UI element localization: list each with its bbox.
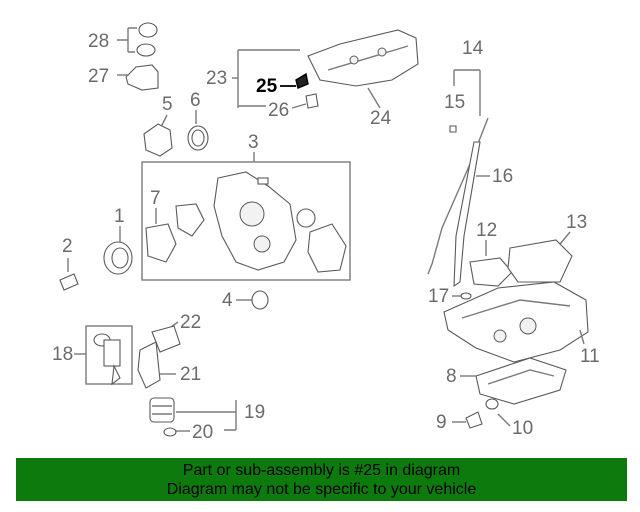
part-9-drain-plug <box>465 411 483 429</box>
part-18-filter <box>93 333 121 386</box>
part-20-seal <box>163 427 177 437</box>
callout-21[interactable]: 21 <box>180 364 201 385</box>
callout-9[interactable]: 9 <box>436 412 447 433</box>
part-5-housing <box>143 123 173 157</box>
part-17-seal <box>460 292 472 300</box>
callout-15[interactable]: 15 <box>444 92 465 113</box>
callout-27[interactable]: 27 <box>88 66 109 87</box>
callout-23[interactable]: 23 <box>206 68 227 89</box>
part-21-adapter <box>137 341 161 389</box>
callout-25[interactable]: 25 <box>256 76 278 97</box>
part-4-seal <box>251 290 269 310</box>
callout-5[interactable]: 5 <box>162 94 173 115</box>
part-19-cooler <box>149 397 175 423</box>
part-12-baffle <box>469 257 513 287</box>
callout-17[interactable]: 17 <box>428 286 449 307</box>
part-16-tube <box>453 141 481 288</box>
callout-22[interactable]: 22 <box>180 312 201 333</box>
callout-8[interactable]: 8 <box>446 366 457 387</box>
callout-7[interactable]: 7 <box>150 188 161 209</box>
part-1-pulley <box>103 241 133 275</box>
callout-26[interactable]: 26 <box>268 100 289 121</box>
part-10-washer <box>485 398 499 410</box>
part-11-oil-pan <box>443 281 589 363</box>
part-8-lower-pan <box>475 357 567 405</box>
part-15-oring <box>449 125 457 133</box>
part-22-gasket <box>151 325 181 353</box>
callout-14[interactable]: 14 <box>462 38 484 59</box>
part-28-cap <box>117 22 158 57</box>
part-2-bolt <box>59 273 79 291</box>
callout-11[interactable]: 11 <box>580 346 600 367</box>
callout-3[interactable]: 3 <box>248 132 259 153</box>
callout-24[interactable]: 24 <box>370 108 392 129</box>
part-25-seal <box>295 72 309 89</box>
callout-4[interactable]: 4 <box>222 290 233 311</box>
banner-line-1: Part or sub-assembly is #25 in diagram <box>182 462 461 479</box>
callout-18[interactable]: 18 <box>52 344 73 365</box>
part-7-pump <box>145 223 177 263</box>
callout-6[interactable]: 6 <box>190 90 201 111</box>
callout-13[interactable]: 13 <box>566 212 587 233</box>
info-banner: Part or sub-assembly is #25 in diagram D… <box>16 458 627 501</box>
part-13-windage <box>507 239 573 283</box>
callout-12[interactable]: 12 <box>476 220 497 241</box>
part-3-box <box>141 161 351 281</box>
callout-28[interactable]: 28 <box>88 31 109 52</box>
part-3-timing-cover <box>175 171 347 273</box>
callout-19[interactable]: 19 <box>244 402 265 423</box>
callout-16[interactable]: 16 <box>492 166 513 187</box>
callout-1[interactable]: 1 <box>114 206 125 227</box>
callout-20[interactable]: 20 <box>192 422 213 443</box>
part-24-valve-cover <box>307 29 419 87</box>
banner-line-2: Diagram may not be specific to your vehi… <box>166 481 477 498</box>
callout-10[interactable]: 10 <box>512 418 533 439</box>
part-27-mount <box>117 64 159 91</box>
callout-2[interactable]: 2 <box>62 236 73 257</box>
parts-diagram: 28 27 5 6 3 7 1 2 4 18 <box>52 22 600 443</box>
part-26-bolt <box>305 93 319 109</box>
part-18-box <box>85 325 133 385</box>
